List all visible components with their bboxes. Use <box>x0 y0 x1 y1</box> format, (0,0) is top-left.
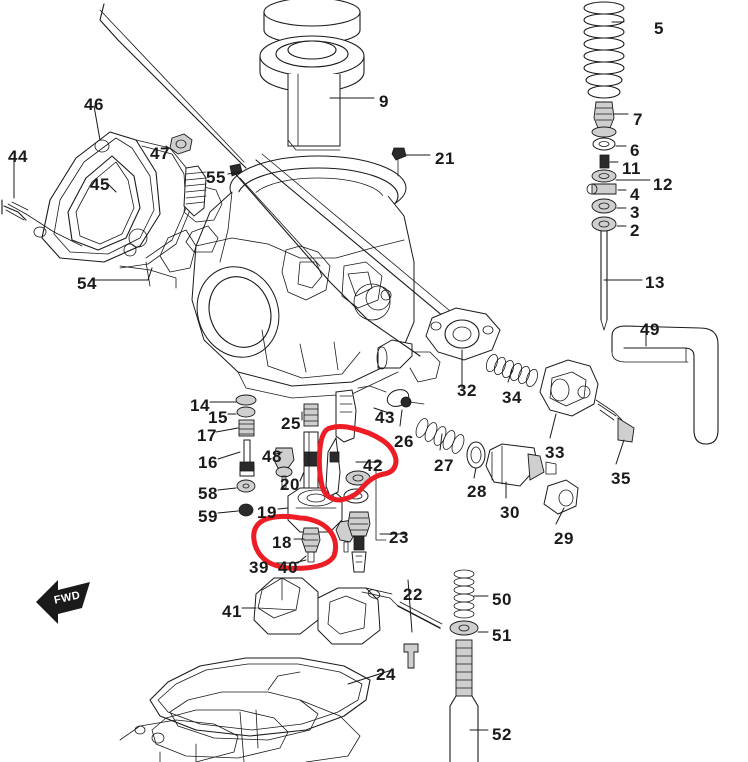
callout-number-51: 51 <box>492 626 512 645</box>
fwd-label-wrap: FWD <box>36 583 88 613</box>
part-group-needle-stack <box>583 1 625 331</box>
part-22-pin <box>397 601 443 669</box>
callout-number-35: 35 <box>611 469 631 488</box>
callout-number-5: 5 <box>654 19 664 38</box>
callout-number-42: 42 <box>363 456 383 475</box>
callout-number-45: 45 <box>90 175 110 194</box>
callout-number-48: 48 <box>262 447 282 466</box>
callout-number-43: 43 <box>375 408 395 427</box>
callout-number-50: 50 <box>492 590 512 609</box>
callout-number-46: 46 <box>84 95 104 114</box>
fwd-label: FWD <box>53 589 82 607</box>
annotation-upper-loop <box>316 424 399 503</box>
callout-number-22: 22 <box>403 585 423 604</box>
part-24-gasket <box>119 657 371 762</box>
callout-number-47: 47 <box>150 144 170 163</box>
callout-number-4: 4 <box>630 185 640 204</box>
callout-number-41: 41 <box>222 602 242 621</box>
callout-number-14: 14 <box>190 396 210 415</box>
part-49-hose <box>611 325 719 445</box>
callout-number-33: 33 <box>545 443 565 462</box>
callout-number-18: 18 <box>272 533 292 552</box>
callout-number-25: 25 <box>281 414 301 433</box>
callout-number-39: 39 <box>249 558 269 577</box>
callout-number-6: 6 <box>630 141 640 160</box>
callout-number-7: 7 <box>633 110 643 129</box>
part-group-25-20 <box>303 403 319 493</box>
callout-number-3: 3 <box>630 203 640 222</box>
callout-number-29: 29 <box>554 529 574 548</box>
callout-number-24: 24 <box>376 665 396 684</box>
fwd-direction-arrow <box>36 580 90 624</box>
callout-number-13: 13 <box>645 273 665 292</box>
annotation-lower-loop <box>251 513 339 571</box>
callout-number-52: 52 <box>492 725 512 744</box>
callout-number-19: 19 <box>257 503 277 522</box>
part-group-left-jet-stack <box>235 394 257 517</box>
callout-number-40: 40 <box>278 558 298 577</box>
part-group-piston-9 <box>259 0 365 151</box>
callout-number-23: 23 <box>389 528 409 547</box>
callout-number-55: 55 <box>206 168 226 187</box>
callout-number-58: 58 <box>198 484 218 503</box>
callout-number-30: 30 <box>500 503 520 522</box>
callout-number-20: 20 <box>280 475 300 494</box>
part-21-screw <box>391 147 407 177</box>
part-group-33-35 <box>539 359 635 443</box>
callout-number-59: 59 <box>198 507 218 526</box>
callout-number-54: 54 <box>77 274 97 293</box>
callout-number-21: 21 <box>435 149 455 168</box>
red-annotation-overlay <box>251 424 399 571</box>
callout-number-34: 34 <box>502 388 522 407</box>
callout-number-15: 15 <box>208 408 228 427</box>
callout-number-32: 32 <box>457 381 477 400</box>
part-group-carburetor-body <box>99 3 493 399</box>
callout-number-16: 16 <box>198 453 218 472</box>
part-group-50-51-52 <box>449 569 479 762</box>
part-41-float <box>253 577 399 645</box>
callout-number-9: 9 <box>379 92 389 111</box>
callout-number-11: 11 <box>622 159 641 178</box>
callout-number-28: 28 <box>467 482 487 501</box>
callout-number-12: 12 <box>653 175 673 194</box>
callout-number-27: 27 <box>434 456 454 475</box>
part-group-cover-assembly <box>1 131 243 289</box>
callout-number-49: 49 <box>640 320 660 339</box>
leader-lines <box>13 21 651 731</box>
part-group-32-34 <box>425 307 539 388</box>
callout-number-44: 44 <box>8 147 28 166</box>
part-group-27-28-29-30 <box>415 418 579 515</box>
callout-number-17: 17 <box>197 426 217 445</box>
callout-number-2: 2 <box>630 221 640 240</box>
callout-number-26: 26 <box>394 432 414 451</box>
